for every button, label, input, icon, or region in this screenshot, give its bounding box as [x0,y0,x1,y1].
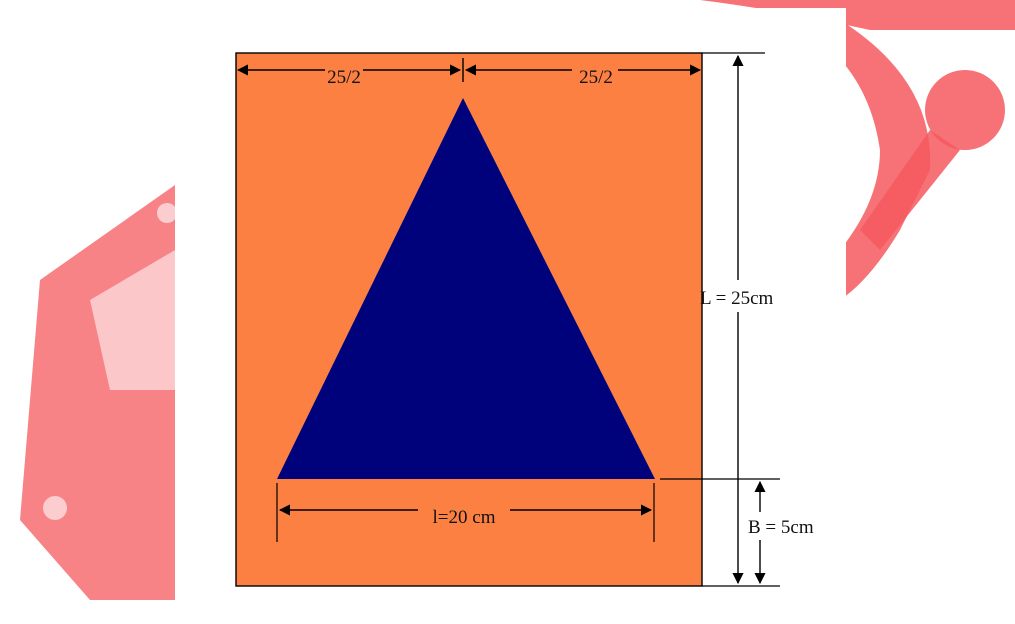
top-left-half-label: 25/2 [327,67,361,88]
watermark-top-band [140,0,1015,30]
top-right-half-label: 25/2 [579,67,613,88]
bottom-margin-dimension: B = 5cm [660,478,814,585]
base-width-label: l=20 cm [433,507,496,528]
watermark-handle [860,130,960,250]
screw-icon [157,203,177,223]
height-dimension: L = 25cm [700,52,780,587]
base-width-dimension: l=20 cm [276,483,655,542]
watermark-letter [90,250,175,390]
bottom-margin-label: B = 5cm [748,517,814,538]
top-dimension: 25/2 25/2 [236,58,702,88]
watermark-knob [925,70,1005,150]
screw-icon [43,496,67,520]
height-label: L = 25cm [700,288,774,309]
watermark-right-arc [820,20,931,300]
blue-triangle [277,98,655,479]
